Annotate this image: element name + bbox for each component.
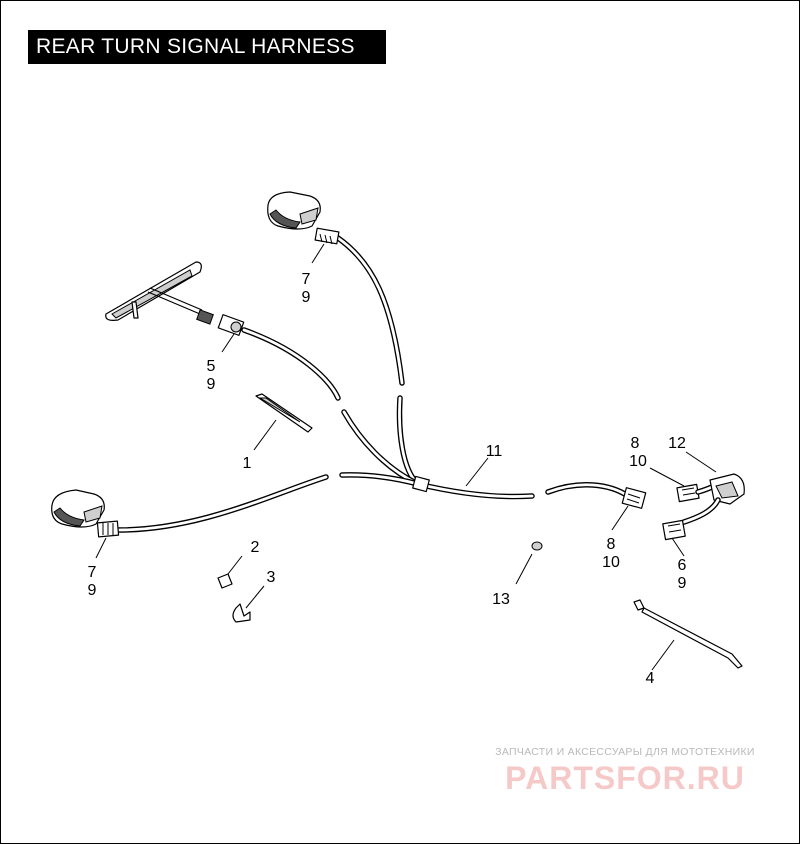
callout-2: 2 [251, 539, 260, 556]
callout-10-upper: 10 [629, 453, 647, 470]
callout-12: 12 [668, 435, 686, 452]
callout-8-upper: 8 [631, 435, 640, 452]
callout-10-lower: 10 [602, 554, 620, 571]
part-13-grommet [531, 541, 543, 551]
callout-9-upper-lamp: 9 [302, 289, 311, 306]
wire-lower-branch-left [115, 474, 329, 533]
callout-11: 11 [486, 443, 503, 460]
callout-13: 13 [492, 591, 510, 608]
leader-lines [95, 243, 717, 671]
callout-1: 1 [243, 455, 252, 472]
turn-signal-lamp-upper [267, 191, 340, 245]
turn-signal-lamp-lower [51, 489, 120, 538]
part-4-cable-strap [633, 599, 743, 669]
wire-upper-branch-top [335, 235, 405, 386]
diagram-title: REAR TURN SIGNAL HARNESS [28, 30, 386, 64]
callout-6: 6 [678, 557, 687, 574]
callout-8-lower: 8 [607, 536, 616, 553]
callout-7-upper-lamp: 7 [302, 271, 311, 288]
callout-9-right: 9 [678, 575, 687, 592]
watermark-brand: PARTSFOR.RU [505, 760, 745, 796]
part-1-strip [255, 393, 313, 433]
callout-3: 3 [267, 569, 276, 586]
callout-7-lower-lamp: 7 [88, 564, 97, 581]
part-3-bracket [232, 603, 251, 623]
wire-lightbar-branch-top [241, 327, 341, 401]
harness-wires [115, 235, 631, 533]
callout-4: 4 [646, 670, 655, 687]
connector-assembly-right [621, 473, 745, 541]
callout-9-lightbar: 9 [207, 376, 216, 393]
callout-labels: 7 9 5 9 1 11 7 9 2 3 13 8 10 8 10 12 6 9… [88, 271, 687, 687]
watermark-logo: ЗАПЧАСТИ И АКСЕССУАРЫ ДЛЯ МОТОТЕХНИКИ PA… [470, 746, 780, 797]
watermark-tagline: ЗАПЧАСТИ И АКСЕССУАРЫ ДЛЯ МОТОТЕХНИКИ [495, 746, 755, 758]
tail-light-bar [105, 261, 245, 336]
callout-5: 5 [207, 358, 216, 375]
part-2-clip [217, 573, 233, 589]
callout-9-lower-lamp: 9 [88, 582, 97, 599]
